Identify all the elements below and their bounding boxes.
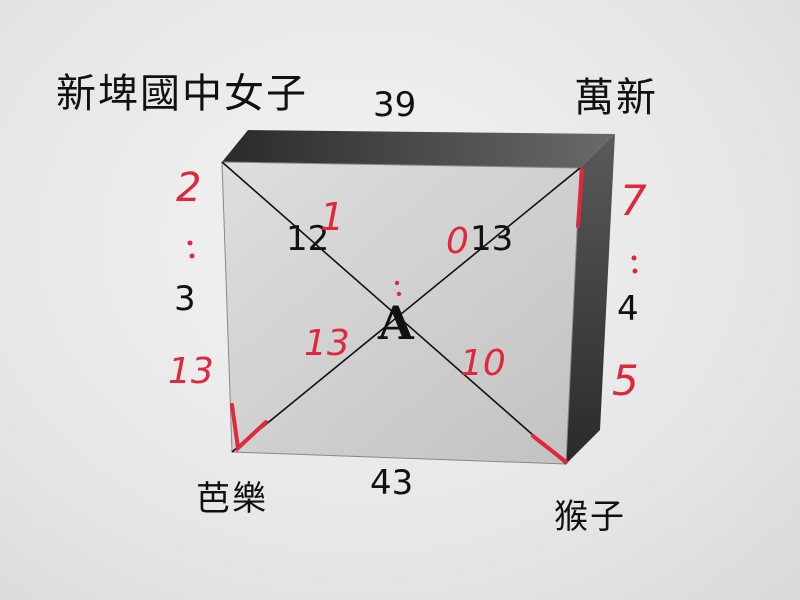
- red-upper-right-mark: 0: [446, 221, 469, 262]
- left-side-score: 3: [174, 279, 196, 319]
- box-top-face: [222, 130, 615, 168]
- red-right-bottom-mark: 5: [612, 356, 639, 405]
- bottom-side-score: 43: [370, 463, 414, 503]
- red-lower-right-mark: 10: [460, 343, 506, 384]
- diagonal-line: [231, 167, 581, 453]
- red-check-mark: [531, 434, 568, 464]
- red-right-top-mark: 7: [620, 176, 647, 225]
- right-side-score: 4: [617, 289, 639, 329]
- red-colon-mark: [394, 280, 402, 297]
- upper-left-diagonal-score: 12: [286, 219, 330, 259]
- top-right-team-label: 萬新: [574, 75, 658, 121]
- upper-right-diagonal-score: 13: [470, 219, 514, 259]
- top-left-team-label: 新埤國中女子: [56, 71, 308, 117]
- diagonal-line: [221, 161, 567, 465]
- red-left-top-mark: 2: [176, 165, 202, 211]
- red-left-bottom-mark: 13: [168, 351, 214, 392]
- center-label: A: [378, 296, 414, 350]
- bottom-left-team-label: 芭樂: [196, 479, 268, 519]
- red-upper-left-mark: 1: [320, 195, 345, 239]
- top-side-score: 39: [373, 85, 417, 125]
- red-check-mark: [576, 168, 584, 228]
- red-colon-mark: [631, 255, 638, 274]
- red-check-mark: [230, 403, 268, 453]
- bottom-right-team-label: 猴子: [554, 497, 626, 537]
- red-lower-left-mark: 13: [304, 323, 350, 364]
- red-colon-mark: [187, 240, 195, 259]
